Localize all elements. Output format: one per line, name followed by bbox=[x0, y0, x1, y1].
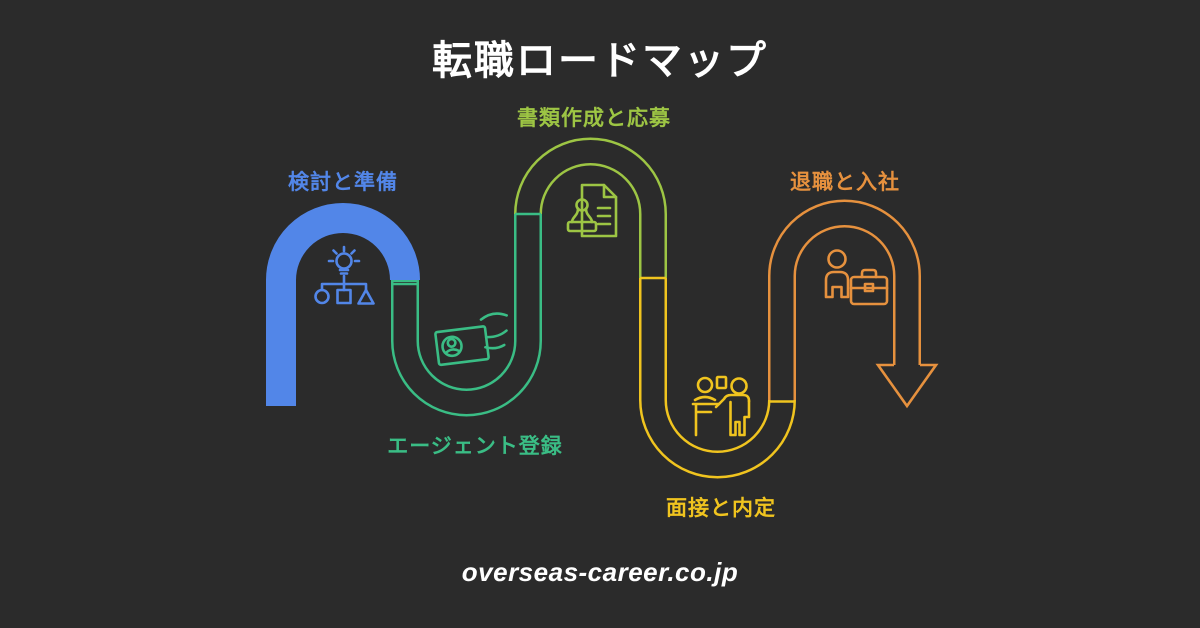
site-domain-text: overseas-career.co.jp bbox=[461, 557, 739, 587]
road-segment-1 bbox=[266, 203, 420, 406]
arrow-end-icon bbox=[875, 363, 939, 409]
stage-label-documents-apply: 書類作成と応募 bbox=[517, 107, 671, 130]
stage-label-resign-join: 退職と入社 bbox=[790, 171, 900, 194]
id-card-hand-icon bbox=[434, 312, 508, 367]
stage-label-consideration: 検討と準備 bbox=[288, 171, 398, 194]
idea-options-icon bbox=[314, 245, 375, 305]
stage-label-interview-offer: 面接と内定 bbox=[666, 497, 776, 520]
page-title: 転職ロードマップ bbox=[432, 39, 768, 83]
document-stamp-icon bbox=[566, 183, 618, 238]
interview-icon bbox=[691, 375, 751, 437]
person-briefcase-icon bbox=[824, 249, 889, 306]
stage-label-agent-registration: エージェント登録 bbox=[387, 435, 563, 458]
road-hollow-interior bbox=[393, 140, 919, 476]
